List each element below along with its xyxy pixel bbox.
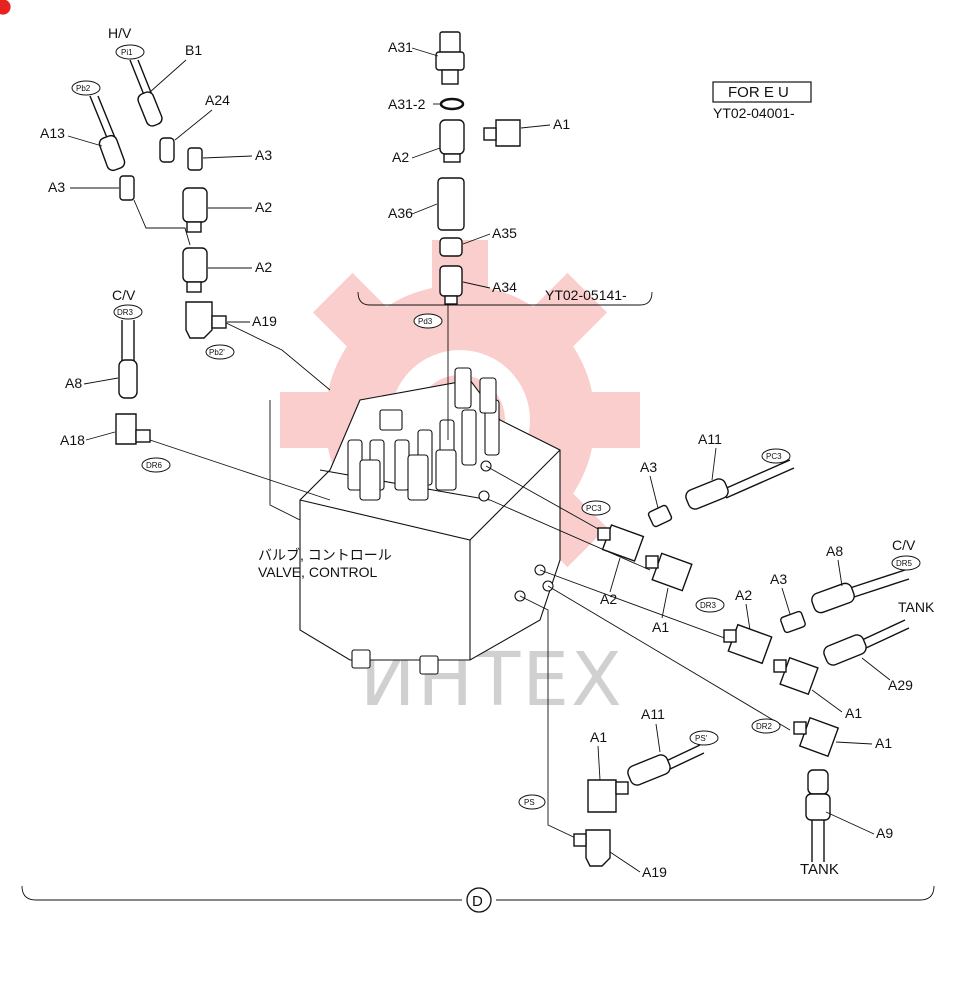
fitting-a29 <box>823 634 867 666</box>
label-a2-upper: A2 <box>255 199 272 215</box>
fitting-a19-bottom <box>573 829 611 867</box>
header-cv-right: C/V <box>892 537 916 553</box>
port-ps-prime: PS' <box>695 734 708 743</box>
port-pd3: Pd3 <box>418 317 433 326</box>
fitting-a1-dr2 <box>793 716 840 758</box>
valve-label-en: VALVE, CONTROL <box>258 564 378 580</box>
fitting-a3-top <box>187 147 203 171</box>
inset-serial: YT02-05141- <box>545 287 627 303</box>
header-tank-top: TANK <box>898 599 935 615</box>
label-a2-lower: A2 <box>255 259 272 275</box>
fitting-a1-mid <box>645 552 693 592</box>
control-valve-body <box>299 367 561 675</box>
fitting-a9 <box>805 769 831 821</box>
label-a19-top: A19 <box>252 313 277 329</box>
fitting-a2-mid <box>597 524 645 562</box>
section-letter: D <box>472 893 483 910</box>
fitting-a19-top <box>185 301 227 339</box>
fitting-a1-inset <box>483 119 521 147</box>
label-a29: A29 <box>888 677 913 693</box>
label-a9: A9 <box>876 825 893 841</box>
port-dr6: DR6 <box>146 461 163 470</box>
label-a2-inset: A2 <box>392 149 409 165</box>
label-a1-bottom: A1 <box>590 729 607 745</box>
label-a8-right: A8 <box>826 543 843 559</box>
label-a18: A18 <box>60 432 85 448</box>
port-pb2: Pb2 <box>76 84 91 93</box>
label-a36: A36 <box>388 205 413 221</box>
port-ps: PS <box>524 798 535 807</box>
fitting-a31 <box>435 31 465 85</box>
fitting-a11-top <box>685 478 729 510</box>
section-bracket <box>21 885 935 901</box>
label-a31-2: A31-2 <box>388 96 426 112</box>
label-a1-inset: A1 <box>553 116 570 132</box>
fitting-a35 <box>439 237 463 257</box>
label-a19-bottom: A19 <box>642 864 667 880</box>
fitting-a36 <box>437 177 465 231</box>
label-a3-top: A3 <box>255 147 272 163</box>
fitting-a3-right <box>780 610 806 634</box>
port-pc3-right: PC3 <box>766 452 782 461</box>
valve-label-jp: バルブ, コントロール <box>258 547 392 563</box>
fitting-a1-right <box>773 656 819 696</box>
port-dr2: DR2 <box>756 722 773 731</box>
label-a1-mid: A1 <box>652 619 669 635</box>
edition-box <box>712 81 812 103</box>
label-a3-mid: A3 <box>640 459 657 475</box>
fitting-a3-left <box>119 175 135 201</box>
label-a2-mid: A2 <box>600 591 617 607</box>
edition-serial: YT02-04001- <box>713 105 795 121</box>
label-a24: A24 <box>205 92 230 108</box>
label-a1-dr2: A1 <box>875 735 892 751</box>
header-hv: H/V <box>108 25 132 41</box>
label-b1: B1 <box>185 42 202 58</box>
connection-lines <box>149 305 791 841</box>
inset-bracket <box>357 291 653 306</box>
fitting-a2-right <box>723 623 773 665</box>
fitting-a13 <box>98 134 126 172</box>
label-a1-right: A1 <box>845 705 862 721</box>
fitting-a8-left <box>118 359 138 399</box>
fitting-a2-inset <box>439 119 465 163</box>
edition-label: FOR E U <box>728 84 789 101</box>
label-a8-left: A8 <box>65 375 82 391</box>
fitting-a34 <box>439 265 463 305</box>
fitting-a3-mid <box>647 504 673 528</box>
header-cv-left: C/V <box>112 287 136 303</box>
label-a35: A35 <box>492 225 517 241</box>
port-pc3-mid: PC3 <box>586 504 602 513</box>
port-dr5: DR5 <box>896 559 913 568</box>
port-pi1: Pi1 <box>121 48 133 57</box>
label-a11-bottom: A11 <box>641 706 665 722</box>
fitting-a2-lower <box>182 247 208 293</box>
label-a3-left: A3 <box>48 179 65 195</box>
fitting-a24 <box>159 137 175 163</box>
header-tank-bottom: TANK <box>800 861 839 878</box>
fitting-a1-bottom <box>587 779 629 813</box>
label-a2-right: A2 <box>735 587 752 603</box>
fitting-a18 <box>115 413 151 445</box>
section-circle <box>466 887 492 913</box>
oring-a31-2 <box>439 97 465 111</box>
fitting-a2-upper <box>182 187 208 233</box>
port-dr3-mid: DR3 <box>700 601 717 610</box>
label-a31: A31 <box>388 39 413 55</box>
port-dr3-left: DR3 <box>117 308 134 317</box>
label-a3-right: A3 <box>770 571 787 587</box>
label-a13: A13 <box>40 125 65 141</box>
port-pb2-prime: Pb2' <box>209 348 225 357</box>
label-a11-top: A11 <box>698 431 722 447</box>
fitting-a11-bottom <box>627 754 671 786</box>
corner-marker <box>0 0 11 15</box>
fitting-b1 <box>137 91 163 127</box>
fitting-a8-right <box>811 582 855 614</box>
label-a34: A34 <box>492 279 517 295</box>
